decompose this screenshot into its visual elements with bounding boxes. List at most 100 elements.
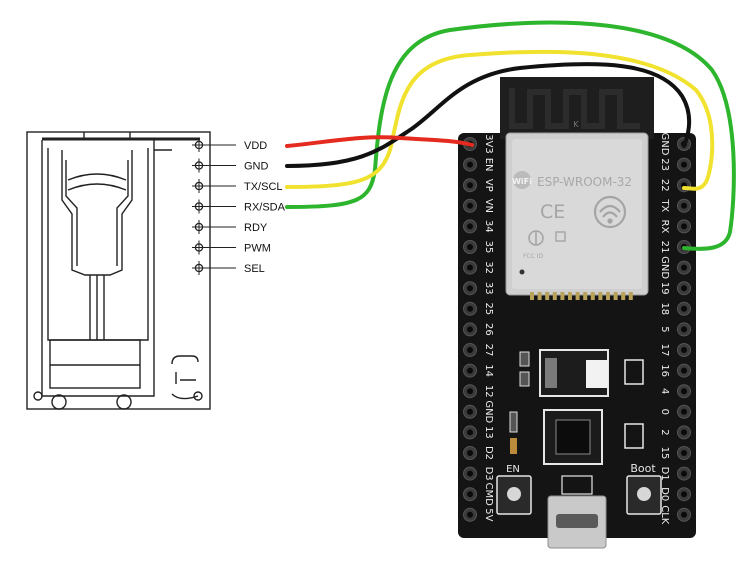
transistor-outline xyxy=(624,423,644,449)
right-pin-label: GND xyxy=(659,256,670,279)
right-pin-label: 18 xyxy=(659,302,670,315)
header-pin-hole xyxy=(467,182,473,189)
right-pin-label: 15 xyxy=(659,447,670,460)
right-pin-label: TX xyxy=(659,198,670,212)
left-pin-label: 33 xyxy=(483,282,494,295)
sensor-pin: PWM xyxy=(192,240,271,255)
square-mark xyxy=(555,231,566,242)
right-pin-label: RX xyxy=(659,219,670,233)
pin1-dot xyxy=(519,269,525,275)
sensor-pin-label: GND xyxy=(244,161,269,173)
left-pin-label: 14 xyxy=(483,364,494,377)
micro-usb-opening xyxy=(556,514,598,528)
module-shield-inner xyxy=(512,139,642,289)
header-pin-hole xyxy=(467,264,473,271)
fcc-label: FCC ID xyxy=(523,253,544,260)
right-pin-label: D0 xyxy=(659,487,670,501)
wires xyxy=(285,20,736,251)
sensor-pin-label: TX/SCL xyxy=(244,181,283,193)
header-pin-hole xyxy=(467,388,473,395)
header-pin-hole xyxy=(467,367,473,374)
header-pin-hole xyxy=(681,326,687,333)
castellation xyxy=(628,292,633,300)
sensor-tube-inner xyxy=(65,160,129,266)
smd-part xyxy=(509,411,518,433)
right-pin-label: CLK xyxy=(659,505,670,525)
regulator-body xyxy=(545,358,557,388)
header-pin-hole xyxy=(467,347,473,353)
sensor-pin-label: RX/SDA xyxy=(244,202,286,214)
header-pin-hole xyxy=(681,367,687,374)
sensor-slot-top xyxy=(171,355,199,365)
right-pin-label: 2 xyxy=(659,429,670,435)
en-button-cap xyxy=(507,487,521,501)
sensor-board-outline xyxy=(26,131,211,410)
left-pin-label: 3V3 xyxy=(483,134,494,154)
sensor-pin: SEL xyxy=(192,261,265,275)
right-header-pins xyxy=(677,137,691,522)
antenna-area xyxy=(500,77,654,139)
header-pin-hole xyxy=(681,491,687,498)
left-pin-label: 12 xyxy=(483,385,494,398)
header-pin-hole xyxy=(681,470,687,477)
sensor-mount-hole xyxy=(33,391,43,401)
left-pin-label: 13 xyxy=(483,426,494,439)
sensor-module xyxy=(26,131,211,410)
sensor-foot-left xyxy=(51,394,67,410)
left-pin-label: 26 xyxy=(483,323,494,336)
header-pin-hole xyxy=(681,161,687,168)
right-pin-label: 0 xyxy=(659,409,670,415)
wifi-brand: WiFi xyxy=(512,177,532,186)
right-pin-label: 17 xyxy=(659,344,670,357)
left-pin-label: EN xyxy=(483,158,494,172)
castellation xyxy=(545,292,550,300)
transistor-outline xyxy=(624,359,644,385)
wire-rx-sda xyxy=(285,20,736,251)
castellation xyxy=(537,292,542,300)
castellation xyxy=(613,292,618,300)
usb-uart-chip xyxy=(555,419,591,455)
sensor-foot-right xyxy=(116,394,132,410)
left-pin-label: 5V xyxy=(483,508,494,521)
header-pin-hole xyxy=(681,305,687,312)
sensor-pin: RX/SDA xyxy=(192,199,286,214)
header-pin-hole xyxy=(467,511,473,518)
regulator-tab xyxy=(586,360,608,388)
castellation xyxy=(606,292,610,300)
sensor-tube-curve xyxy=(67,183,127,191)
left-pin-label: 32 xyxy=(483,261,494,274)
wire-vdd xyxy=(285,135,474,148)
sensor-tube-curve xyxy=(67,173,127,181)
fcc-mark-icon xyxy=(528,230,544,246)
wifi-logo-icon xyxy=(513,171,531,189)
castellation xyxy=(575,292,580,300)
castellation xyxy=(530,292,534,300)
en-label: EN xyxy=(506,464,520,475)
sensor-pin-label: VDD xyxy=(244,140,267,152)
wire-gnd xyxy=(285,62,691,168)
sensor-tube xyxy=(61,150,133,276)
castellation xyxy=(568,292,572,300)
esp32-board: K WiFi ESP-WROOM-32 CE FCC ID xyxy=(458,77,696,549)
left-pin-label: D3 xyxy=(483,467,494,481)
right-pin-label: 22 xyxy=(659,179,670,192)
sensor-pin: GND xyxy=(192,158,269,173)
header-pin-hole xyxy=(681,223,687,230)
sensor-housing xyxy=(41,140,155,397)
smd-part xyxy=(519,371,530,387)
boot-label: Boot xyxy=(630,462,656,475)
header-pin-hole xyxy=(681,347,687,353)
header-pin-hole xyxy=(467,305,473,312)
left-pin-label: GND xyxy=(483,400,494,423)
sensor-housing-inner xyxy=(47,148,149,341)
wire-tx-scl xyxy=(285,49,715,191)
usb-outline xyxy=(561,475,593,495)
header-pin-hole xyxy=(681,511,687,518)
sensor-mount-hole xyxy=(193,391,203,401)
castellation xyxy=(598,292,603,300)
castellation xyxy=(560,292,565,300)
sensor-slot-bottom xyxy=(171,393,199,400)
right-pin-label: 23 xyxy=(659,158,670,171)
